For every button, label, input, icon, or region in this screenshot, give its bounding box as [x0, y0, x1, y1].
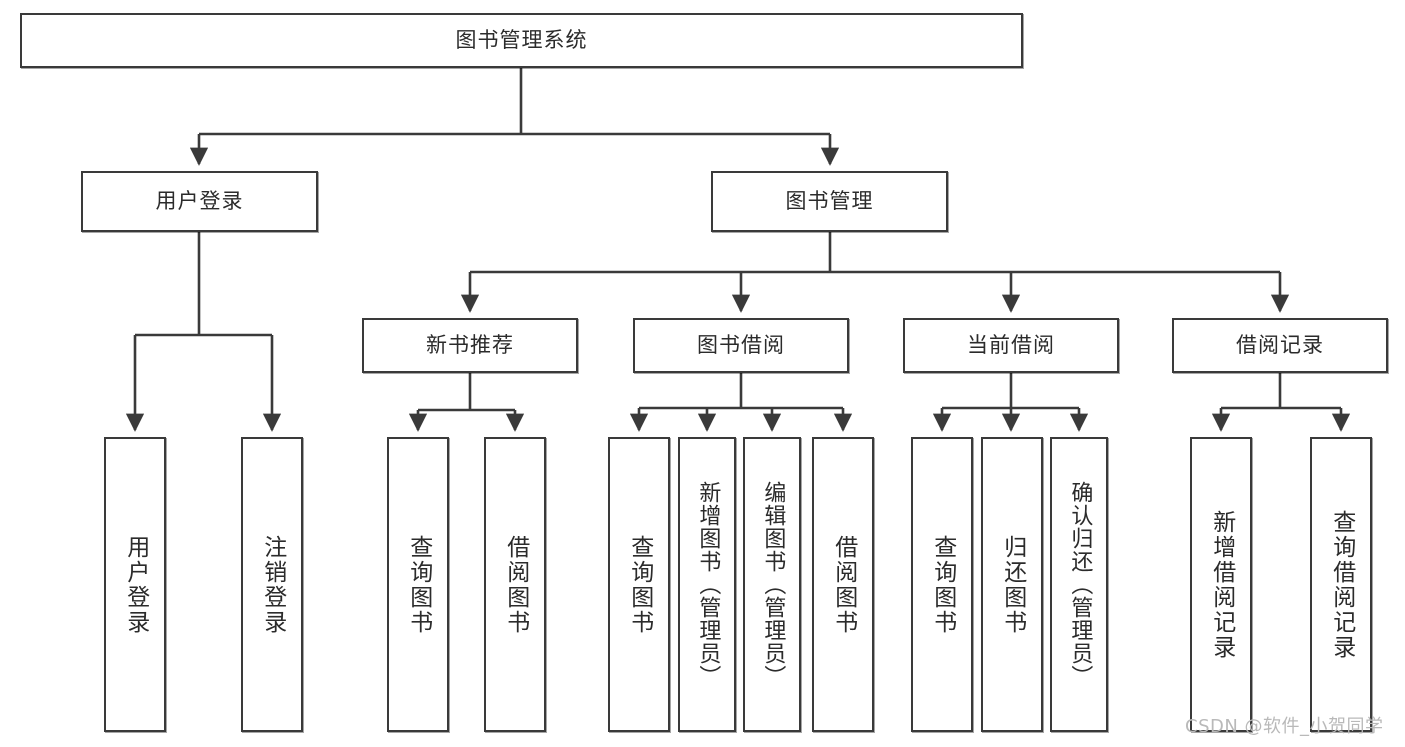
node-label: 查询借阅记录 — [1328, 509, 1355, 660]
node-label: 确认归还（管理员） — [1067, 481, 1093, 688]
node-new-book-recommendation[interactable]: 新书推荐 — [362, 318, 578, 373]
node-label: 查询图书 — [405, 534, 432, 635]
node-label: 注销登录 — [259, 534, 286, 635]
node-label: 查询图书 — [626, 534, 653, 635]
node-book-management[interactable]: 图书管理 — [711, 171, 948, 232]
node-label: 新增图书（管理员） — [695, 481, 721, 688]
node-label: 借阅图书 — [502, 534, 529, 635]
node-label: 新增借阅记录 — [1208, 509, 1235, 660]
node-borrow-record[interactable]: 借阅记录 — [1172, 318, 1388, 373]
node-leaf-user-logout[interactable]: 注销登录 — [241, 437, 303, 732]
node-label: 图书管理系统 — [455, 28, 588, 52]
node-user-login[interactable]: 用户登录 — [81, 171, 318, 232]
node-leaf-return-book[interactable]: 归还图书 — [981, 437, 1043, 732]
node-label: 图书借阅 — [697, 333, 785, 357]
node-leaf-add-book-admin[interactable]: 新增图书（管理员） — [678, 437, 736, 732]
node-leaf-query-book-recommend[interactable]: 查询图书 — [387, 437, 449, 732]
node-label: 借阅图书 — [830, 534, 857, 635]
node-label: 图书管理 — [785, 189, 874, 213]
node-leaf-query-book-current[interactable]: 查询图书 — [911, 437, 973, 732]
node-label: 借阅记录 — [1236, 333, 1324, 357]
node-label: 用户登录 — [155, 189, 244, 213]
node-leaf-user-login[interactable]: 用户登录 — [104, 437, 166, 732]
node-leaf-add-borrow-record[interactable]: 新增借阅记录 — [1190, 437, 1252, 732]
csdn-watermark: CSDN @软件_小贺同学 — [1185, 716, 1384, 737]
node-book-borrow[interactable]: 图书借阅 — [633, 318, 849, 373]
node-current-borrow[interactable]: 当前借阅 — [903, 318, 1119, 373]
node-leaf-borrow-book-recommend[interactable]: 借阅图书 — [484, 437, 546, 732]
node-label: 归还图书 — [999, 534, 1026, 635]
node-label: 查询图书 — [929, 534, 956, 635]
node-root-book-management-system[interactable]: 图书管理系统 — [20, 13, 1023, 68]
node-leaf-borrow-book[interactable]: 借阅图书 — [812, 437, 874, 732]
node-label: 编辑图书（管理员） — [760, 481, 786, 688]
node-label: 当前借阅 — [967, 333, 1055, 357]
node-leaf-confirm-return-admin[interactable]: 确认归还（管理员） — [1050, 437, 1108, 732]
node-leaf-edit-book-admin[interactable]: 编辑图书（管理员） — [743, 437, 801, 732]
node-label: 新书推荐 — [426, 333, 514, 357]
node-leaf-query-book[interactable]: 查询图书 — [608, 437, 670, 732]
node-label: 用户登录 — [122, 534, 149, 635]
node-leaf-query-borrow-record[interactable]: 查询借阅记录 — [1310, 437, 1372, 732]
